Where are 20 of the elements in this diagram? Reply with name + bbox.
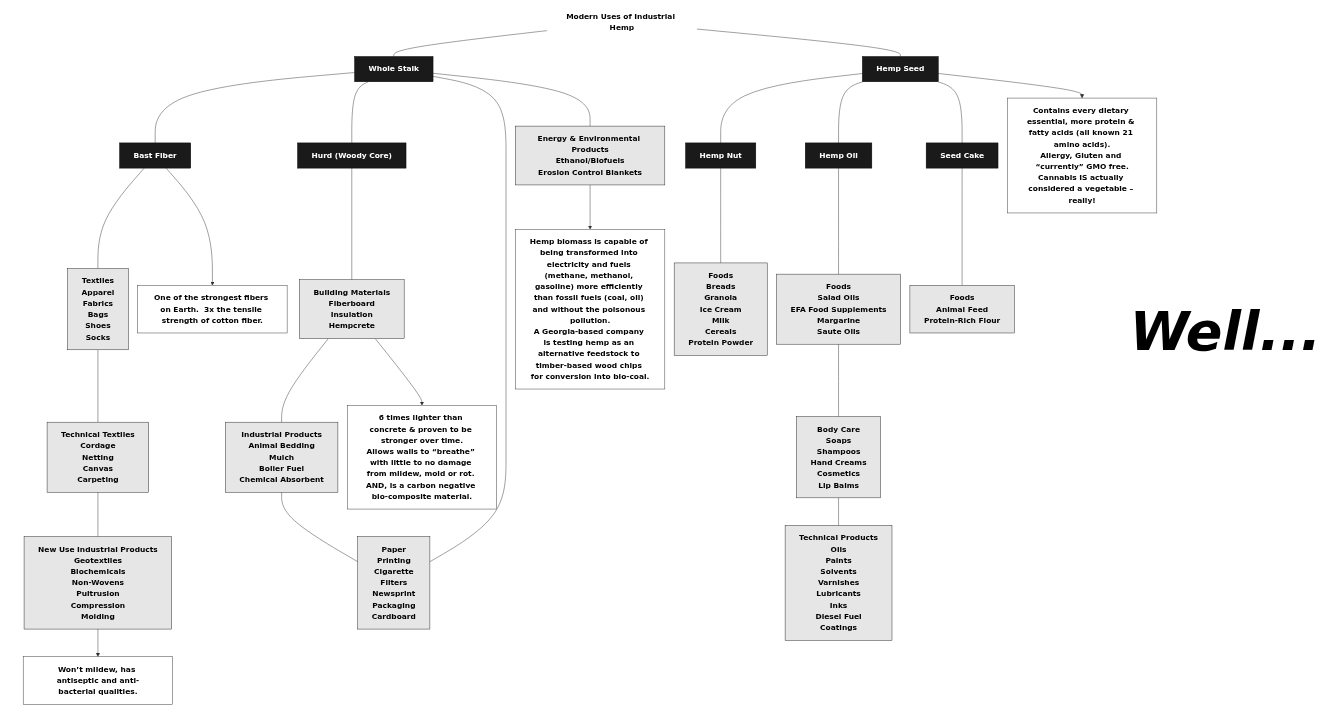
connector [97, 492, 99, 537]
connector [97, 167, 145, 269]
connector [961, 167, 963, 286]
connector [281, 492, 358, 562]
connector [696, 28, 901, 57]
connector [720, 73, 863, 144]
connector [937, 81, 963, 144]
connector [429, 76, 507, 562]
connector [154, 72, 355, 144]
connector [351, 167, 353, 280]
connector [838, 167, 839, 275]
connector [838, 81, 864, 144]
connector [351, 81, 369, 144]
connector [393, 30, 548, 57]
connector [838, 343, 839, 417]
connector [720, 167, 721, 264]
note-text: Well... [1129, 300, 1321, 363]
connector [432, 73, 591, 127]
connector [838, 497, 839, 526]
connector [281, 338, 329, 423]
